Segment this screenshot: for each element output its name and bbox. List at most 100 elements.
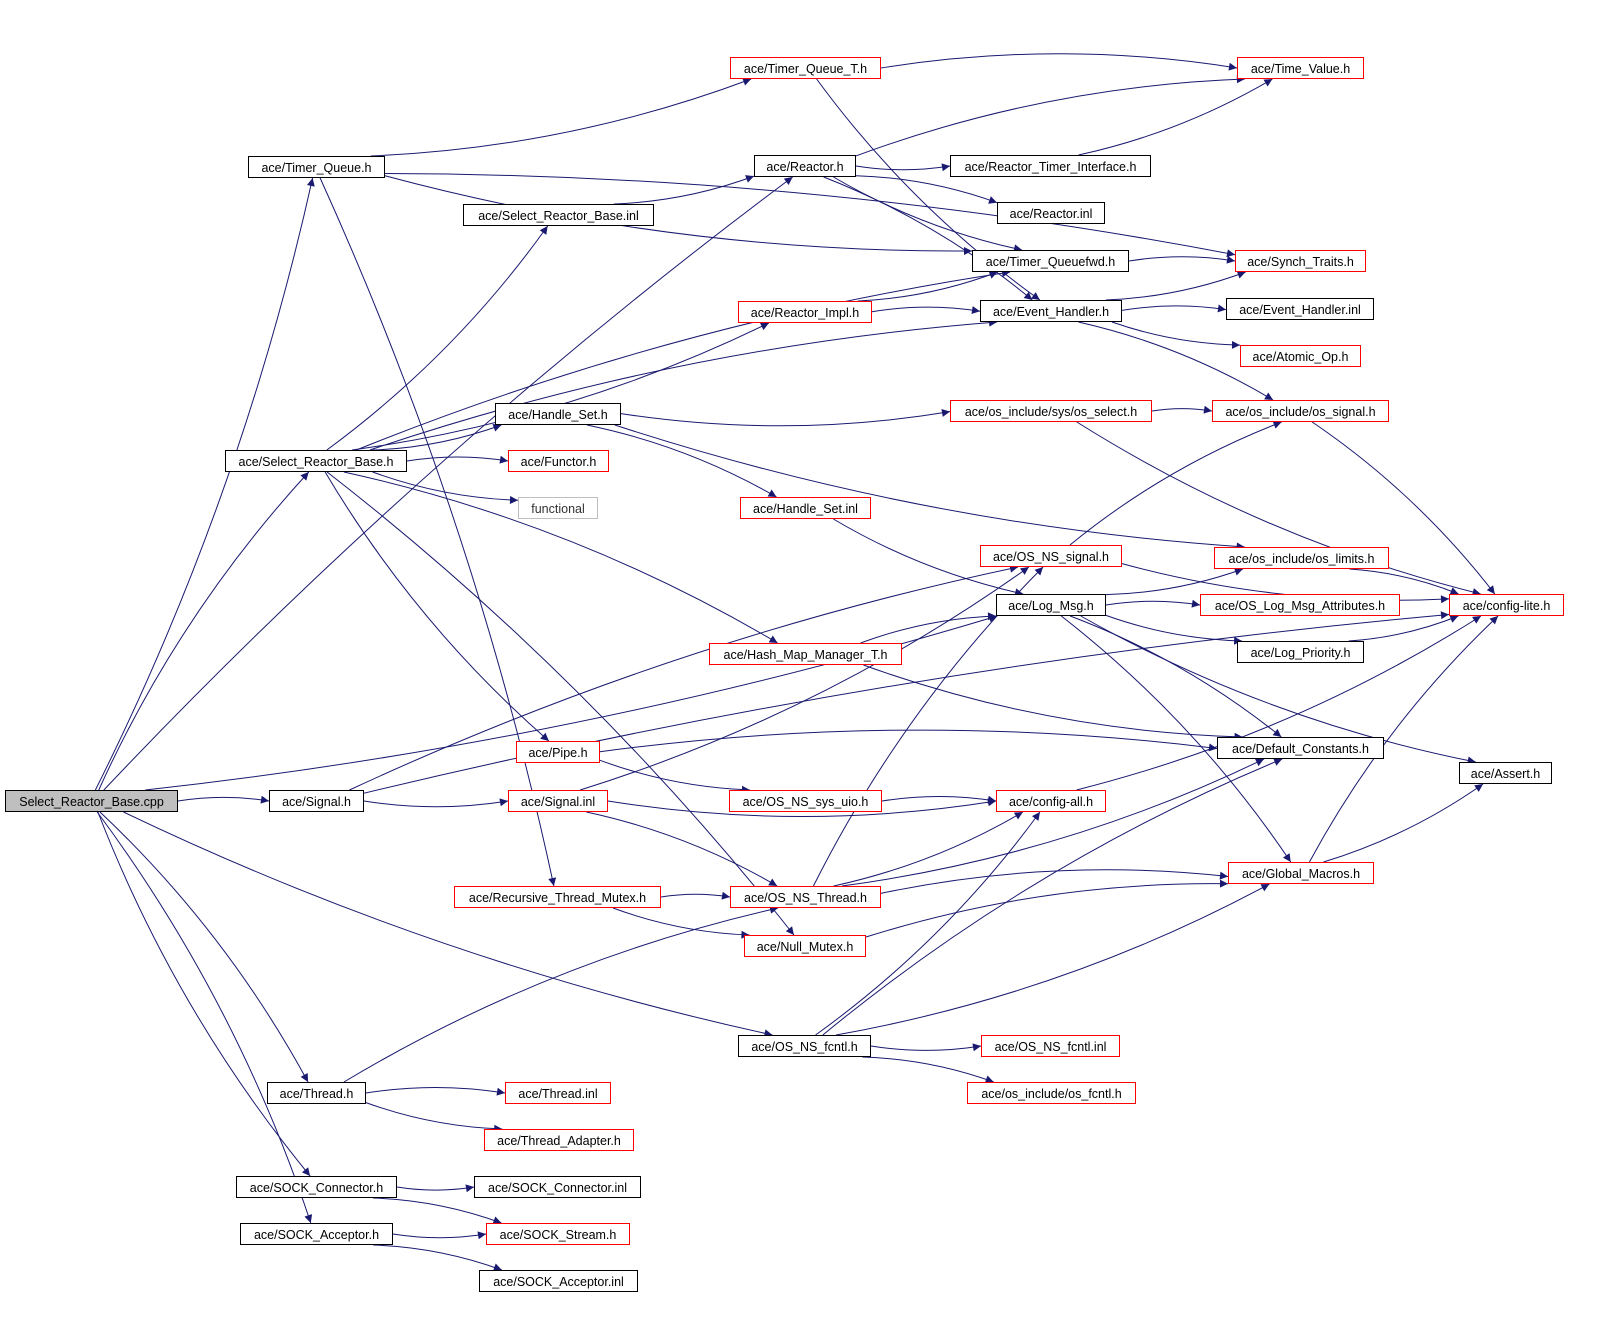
edge-logmsg-to-gm [1060,615,1292,863]
edge-tq-to-st [384,173,1236,258]
edge-hmm-to-defc [863,664,1243,741]
node-sacc[interactable]: ace/SOCK_Acceptor.h [240,1223,393,1245]
node-sstream[interactable]: ace/SOCK_Stream.h [486,1223,630,1245]
edge-nsthr-to-gm [880,869,1229,894]
node-hs[interactable]: ace/Handle_Set.h [495,403,621,425]
edge-sconn-to-sconni [396,1184,475,1193]
edge-cpp-to-fcntl [123,811,773,1038]
edge-gm-to-assert [1323,783,1484,863]
node-st[interactable]: ace/Synch_Traits.h [1235,250,1366,272]
edge-sacc-to-sacci [373,1244,503,1272]
node-aop[interactable]: ace/Atomic_Op.h [1240,345,1361,367]
edge-hs-to-ossel [620,408,951,427]
edge-gm-to-cfglite [1308,615,1499,863]
edge-sconn-to-sstream [373,1197,502,1225]
edge-srbh-to-hs [372,423,502,451]
node-srbi[interactable]: ace/Select_Reactor_Base.inl [463,204,654,226]
edge-reactor-to-eh [823,176,1033,301]
node-sconni[interactable]: ace/SOCK_Connector.inl [474,1176,641,1198]
edge-fcntl-to-gm [835,883,1270,1036]
edge-rimpl-to-tqf [857,271,998,302]
node-functor[interactable]: ace/Functor.h [508,450,609,472]
node-osfcntl[interactable]: ace/os_include/os_fcntl.h [967,1082,1136,1104]
edge-nssig-to-ossig [1069,421,1282,546]
node-sigi[interactable]: ace/Signal.inl [508,790,608,812]
node-rtm[interactable]: ace/Recursive_Thread_Mutex.h [454,886,661,908]
edge-eh-to-ehi [1121,304,1227,313]
node-cfglite[interactable]: ace/config-lite.h [1449,594,1564,616]
node-tadapt[interactable]: ace/Thread_Adapter.h [484,1129,634,1151]
node-cpp[interactable]: Select_Reactor_Base.cpp [5,790,178,812]
node-rti[interactable]: ace/Reactor_Timer_Interface.h [950,155,1151,177]
edge-srbh-to-functor [406,455,509,464]
edge-reactor-to-rinl [855,175,998,204]
edge-tqt-to-eh [816,78,1041,301]
edge-fcntl-to-cfgall [815,811,1041,1036]
node-tqf[interactable]: ace/Timer_Queuefwd.h [972,250,1129,272]
edge-reactor-to-rti [855,163,951,172]
node-uio[interactable]: ace/OS_NS_sys_uio.h [729,790,882,812]
node-rimpl[interactable]: ace/Reactor_Impl.h [738,301,872,323]
edge-fcntl-to-defc [822,758,1283,1036]
edge-srbh-to-srbi [326,225,549,451]
edge-cpp-to-sacc [96,811,313,1224]
edge-tqt-to-tv [880,53,1238,71]
node-pipe[interactable]: ace/Pipe.h [516,741,600,763]
node-sigh[interactable]: ace/Signal.h [269,790,364,812]
node-ehi[interactable]: ace/Event_Handler.inl [1226,298,1374,320]
node-fcntli[interactable]: ace/OS_NS_fcntl.inl [981,1035,1120,1057]
node-ossel[interactable]: ace/os_include/sys/os_select.h [950,400,1152,422]
node-tv[interactable]: ace/Time_Value.h [1237,57,1364,79]
edge-tq-to-tqt [370,78,752,157]
node-hsi[interactable]: ace/Handle_Set.inl [740,497,871,519]
node-logpri[interactable]: ace/Log_Priority.h [1237,641,1364,663]
edge-uio-to-cfgall [881,795,997,804]
edge-thread-to-nsthr [343,905,779,1083]
edge-rtm-to-nsthr [660,891,731,900]
node-srbh[interactable]: ace/Select_Reactor_Base.h [225,450,407,472]
edge-nsthr-to-cfgall [833,811,1024,887]
node-ossig[interactable]: ace/os_include/os_signal.h [1212,400,1389,422]
node-hmm[interactable]: ace/Hash_Map_Manager_T.h [709,643,902,665]
node-functional[interactable]: functional [518,497,598,519]
edge-hs-to-oslim [614,424,1245,551]
node-reactor[interactable]: ace/Reactor.h [754,155,856,177]
node-eh[interactable]: ace/Event_Handler.h [980,300,1122,322]
edge-thread-to-threadi [365,1086,506,1096]
node-gm[interactable]: ace/Global_Macros.h [1228,862,1374,884]
edge-ossel-to-ossig [1151,405,1213,414]
node-oslim[interactable]: ace/os_include/os_limits.h [1214,547,1389,569]
edge-sigi-to-cfgall [607,798,997,818]
edge-logmsg-to-defc [1070,615,1282,738]
node-nsthr[interactable]: ace/OS_NS_Thread.h [730,886,881,908]
edge-cpp-to-thread [99,811,309,1083]
node-nssig[interactable]: ace/OS_NS_signal.h [980,545,1122,567]
node-thread[interactable]: ace/Thread.h [267,1082,366,1104]
node-defc[interactable]: ace/Default_Constants.h [1217,737,1384,759]
edge-eh-to-st [1105,271,1246,301]
edge-srbh-to-hmm [343,471,778,644]
node-assert[interactable]: ace/Assert.h [1459,762,1552,784]
edge-sigh-to-sigi [363,798,509,808]
edge-cpp-to-sconn [97,811,311,1177]
edge-tqf-to-st [1128,255,1236,264]
edge-sacc-to-sstream [392,1231,487,1240]
node-olma[interactable]: ace/OS_Log_Msg_Attributes.h [1200,594,1400,616]
node-logmsg[interactable]: ace/Log_Msg.h [996,594,1106,616]
node-fcntl[interactable]: ace/OS_NS_fcntl.h [738,1035,871,1057]
edge-pipe-to-defc [599,729,1218,753]
node-sacci[interactable]: ace/SOCK_Acceptor.inl [479,1270,638,1292]
edge-logmsg-to-assert [1080,615,1476,765]
node-rinl[interactable]: ace/Reactor.inl [997,202,1105,224]
node-cfgall[interactable]: ace/config-all.h [996,790,1106,812]
node-tq[interactable]: ace/Timer_Queue.h [248,156,385,178]
node-nullm[interactable]: ace/Null_Mutex.h [744,935,866,957]
edge-pipe-to-uio [599,759,750,794]
edge-rimpl-to-eh [871,306,981,315]
node-threadi[interactable]: ace/Thread.inl [505,1082,611,1104]
node-sconn[interactable]: ace/SOCK_Connector.h [236,1176,397,1198]
node-tqt[interactable]: ace/Timer_Queue_T.h [730,57,881,79]
edge-sigi-to-nssig [579,566,1030,791]
edge-tq-to-rtm [319,177,557,887]
